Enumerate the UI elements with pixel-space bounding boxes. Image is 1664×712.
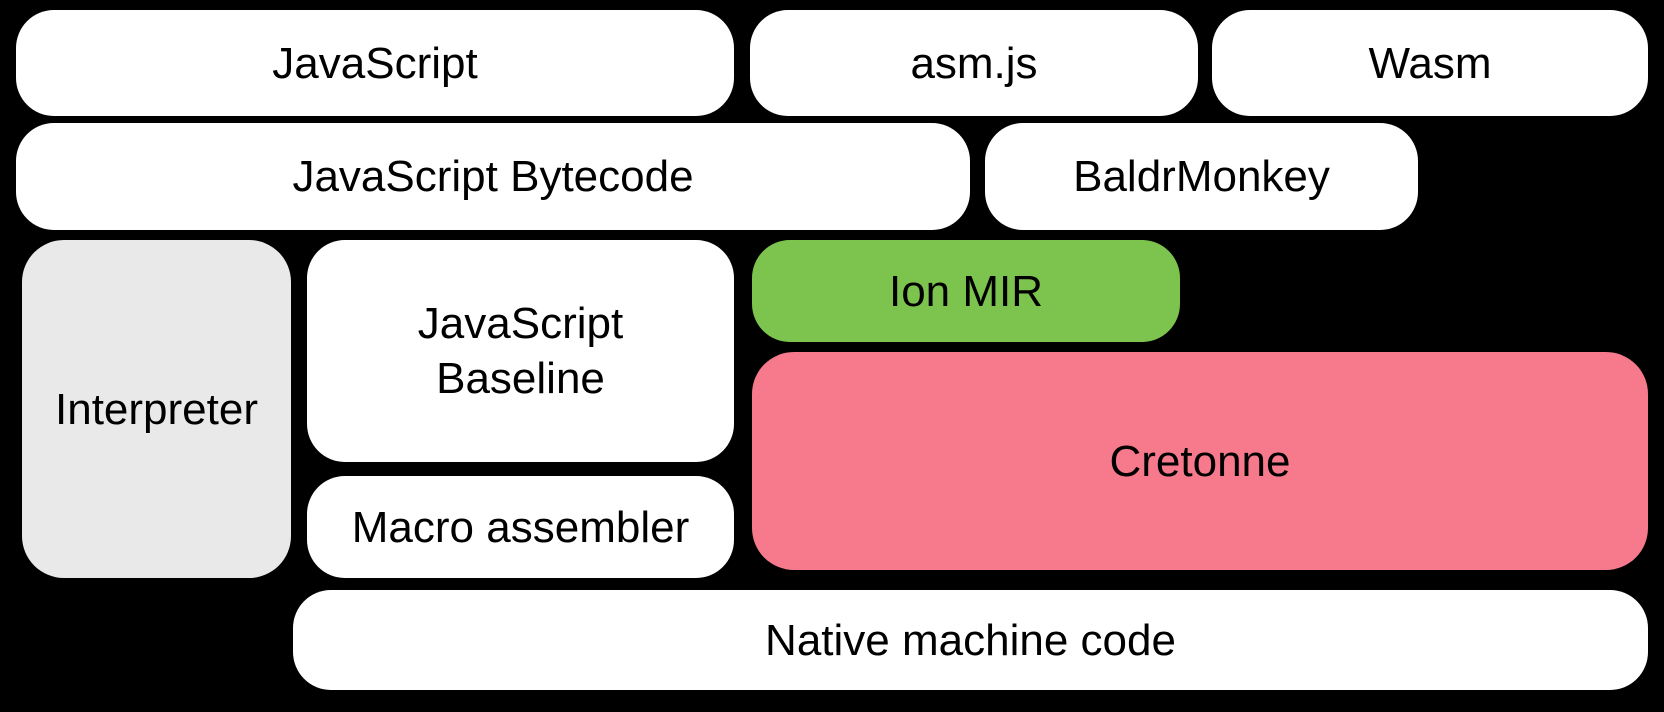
box-cretonne: Cretonne: [752, 352, 1648, 570]
box-native-machine-code: Native machine code: [293, 590, 1648, 690]
box-label: JavaScript: [272, 38, 478, 88]
box-wasm: Wasm: [1212, 10, 1648, 116]
box-javascript-bytecode: JavaScript Bytecode: [16, 123, 970, 230]
box-interpreter: Interpreter: [22, 240, 291, 578]
box-ion-mir: Ion MIR: [752, 240, 1180, 342]
box-label: asm.js: [910, 38, 1038, 88]
box-label: JavaScript Bytecode: [292, 152, 694, 201]
box-asmjs: asm.js: [750, 10, 1198, 116]
box-baldrmonkey: BaldrMonkey: [985, 123, 1418, 230]
box-javascript: JavaScript: [16, 10, 734, 116]
box-label: BaldrMonkey: [1073, 152, 1330, 201]
box-label: JavaScript Baseline: [417, 299, 624, 403]
box-label: Wasm: [1368, 38, 1492, 88]
box-label: Ion MIR: [888, 266, 1044, 316]
box-label: Cretonne: [1109, 436, 1291, 486]
box-label: Interpreter: [55, 384, 258, 434]
box-label: Macro assembler: [351, 502, 690, 552]
box-macro-assembler: Macro assembler: [307, 476, 734, 578]
box-label: Native machine code: [765, 615, 1176, 665]
box-javascript-baseline: JavaScript Baseline: [307, 240, 734, 462]
